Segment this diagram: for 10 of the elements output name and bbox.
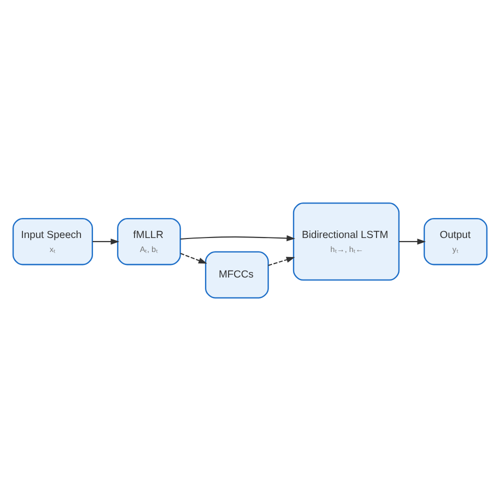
node-box: Bidirectional LSTM hₜ→, hₜ←: [292, 202, 400, 280]
arrow: [180, 234, 296, 241]
arrow: [268, 256, 295, 266]
arrow: [399, 238, 426, 244]
node-box: MFCCs: [205, 250, 269, 298]
node-box: fMLLR Aₜ, bₜ: [117, 217, 181, 265]
node-box: Output yₜ: [424, 217, 488, 265]
arrow: [180, 252, 208, 264]
node-box: Input Speech xₜ: [12, 217, 93, 265]
arrow: [92, 238, 120, 244]
